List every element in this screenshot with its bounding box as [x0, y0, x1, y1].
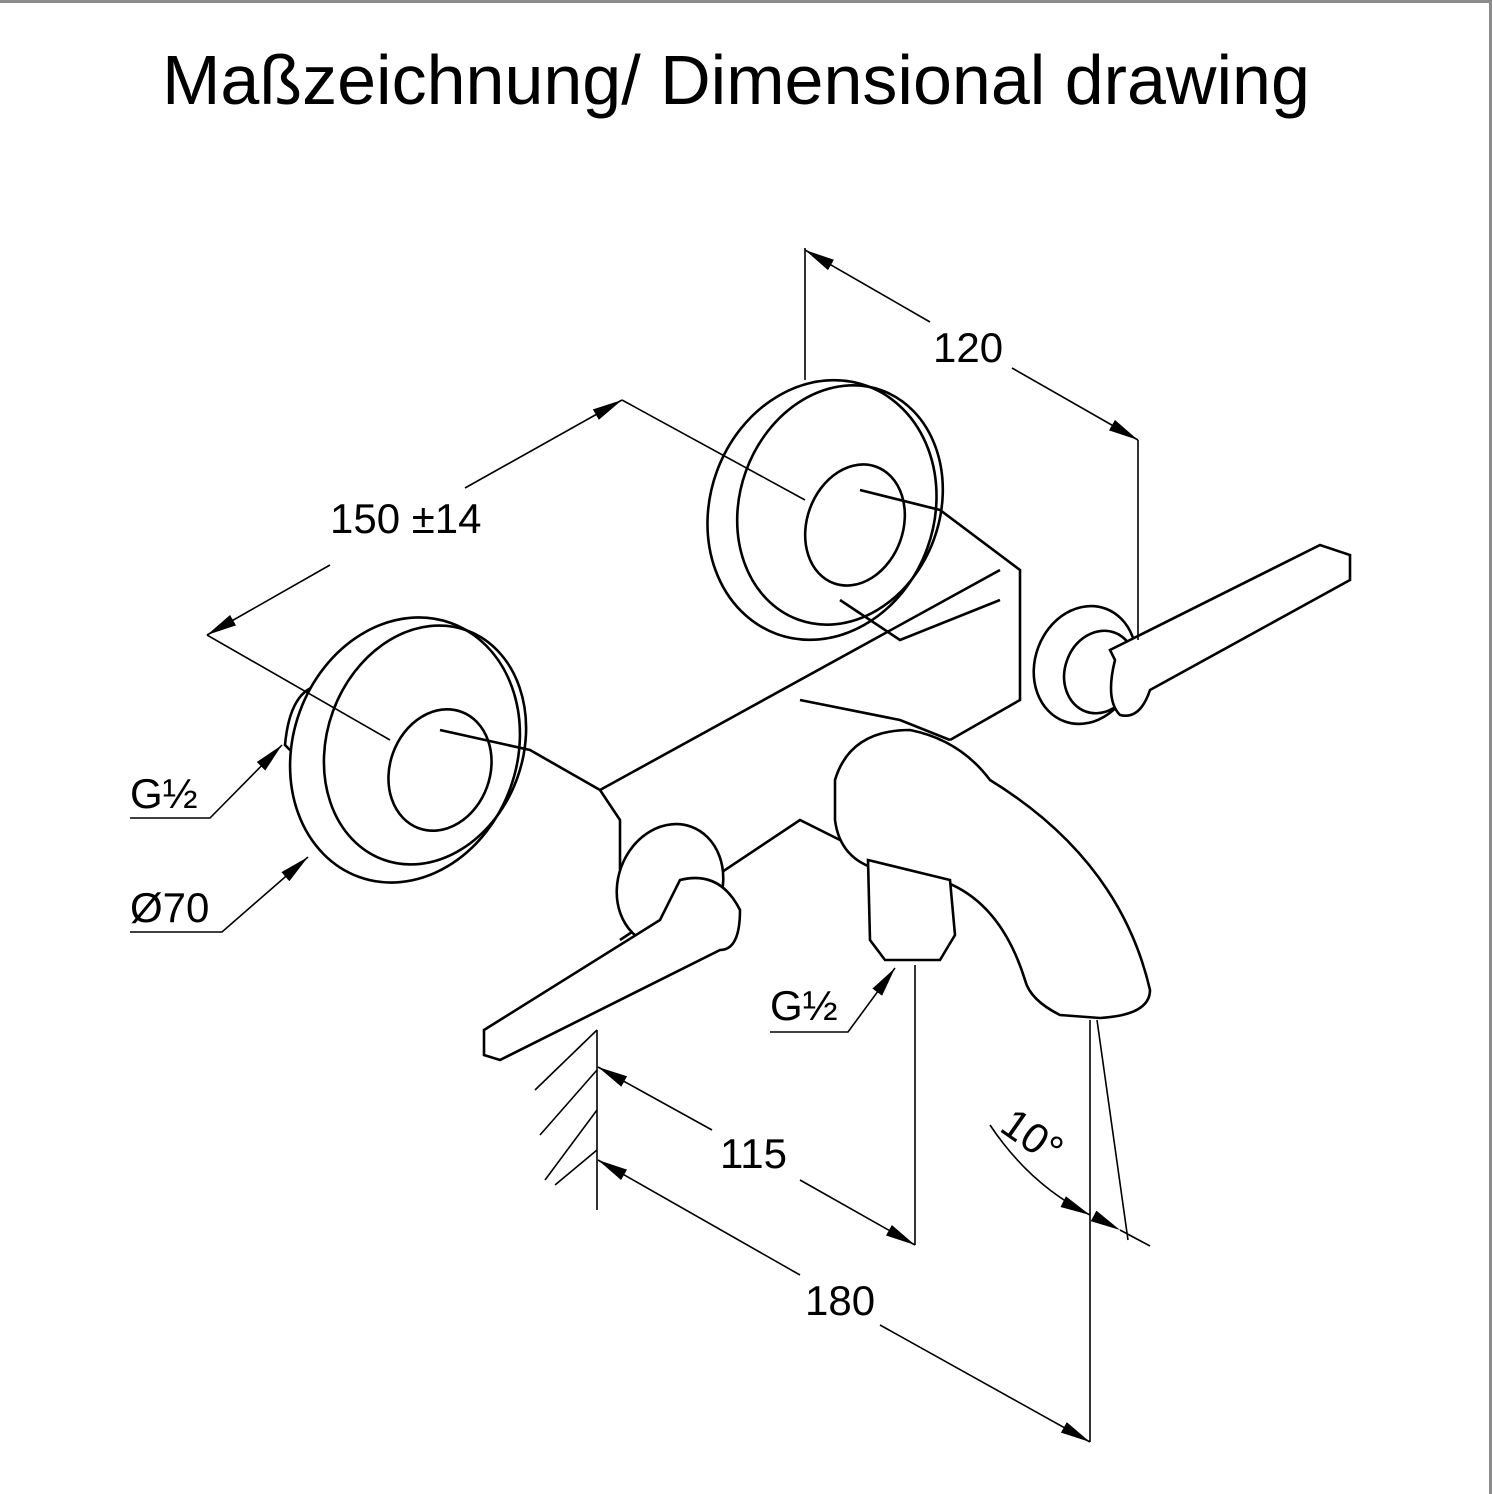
left-valve: [283, 568, 1001, 1062]
rosette-diameter-label: Ø70: [130, 884, 209, 931]
inlet-thread-label: G½: [130, 770, 198, 817]
inlet-thread-callout: G½: [130, 744, 283, 819]
page-title: Maßzeichnung/ Dimensional drawing: [162, 41, 1310, 119]
spout-angle: 10°: [989, 1019, 1151, 1247]
dimension-115-label: 115: [720, 1130, 787, 1177]
dimension-120-label: 120: [933, 324, 1003, 371]
wall-hatch: [534, 1029, 598, 1210]
dimension-180: 180: [597, 1020, 1091, 1443]
right-valve: [706, 378, 1352, 742]
dimension-120: 120: [804, 248, 1139, 640]
spout: [799, 698, 1152, 1020]
dimension-180-label: 180: [805, 1277, 875, 1324]
dimension-150-label: 150 ±14: [330, 495, 482, 542]
spout-angle-label: 10°: [993, 1099, 1072, 1174]
dimension-150: 150 ±14: [206, 399, 806, 741]
frame-right-border: [1489, 0, 1492, 1494]
dimension-115: 115: [597, 965, 916, 1246]
rosette-diameter-callout: Ø70: [130, 856, 309, 933]
outlet-thread-label: G½: [770, 982, 838, 1029]
frame-top-border: [0, 0, 1492, 3]
outlet-thread-callout: G½: [770, 967, 896, 1033]
